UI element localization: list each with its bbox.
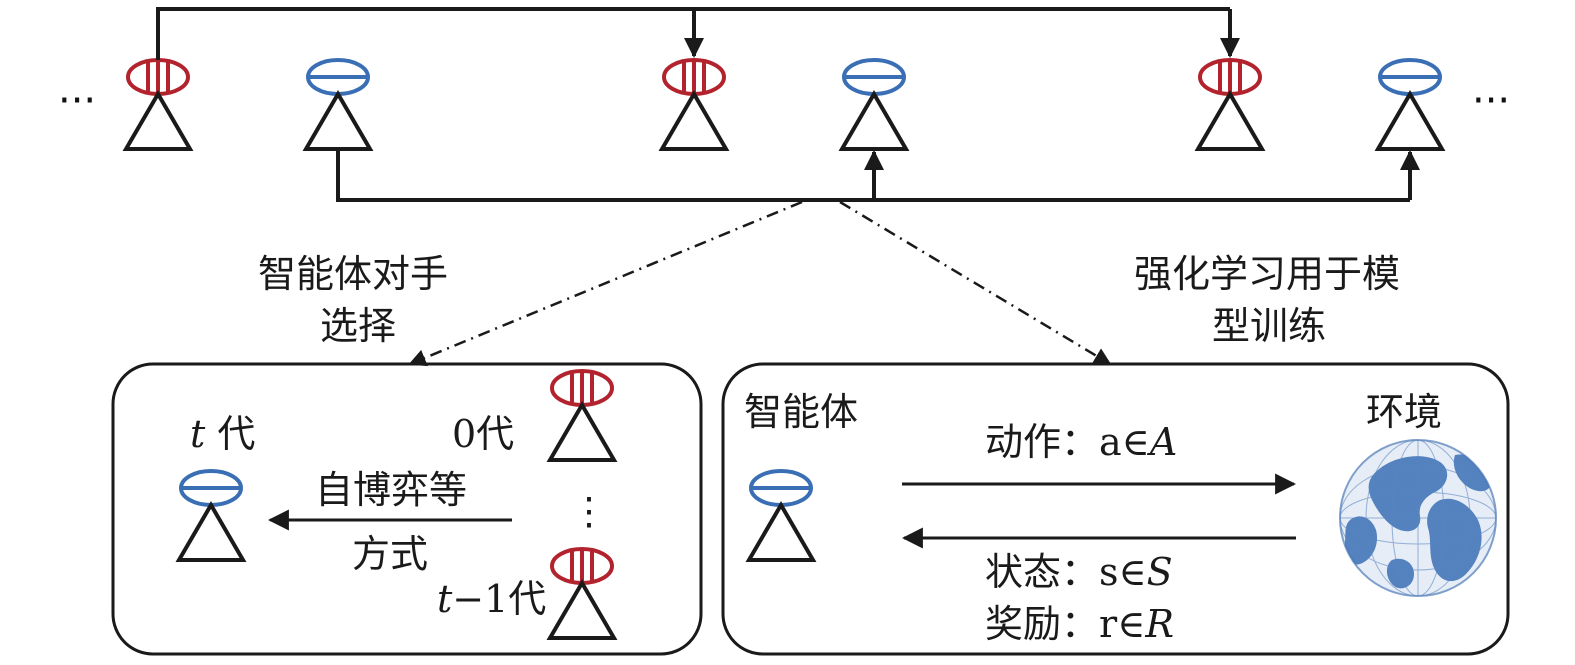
dashdot-arrow-right — [839, 200, 1112, 366]
vertical-ellipsis: ⋮ — [570, 489, 608, 533]
label-rl-training-line1: 强化学习用于模 — [1134, 252, 1400, 296]
top-agent-blue-1 — [304, 58, 372, 151]
top-agent-red-3 — [1196, 58, 1264, 151]
top-agent-blue-2 — [840, 58, 908, 151]
agent-gen-0 — [548, 369, 616, 462]
left-box — [111, 362, 703, 656]
label-opponent-selection-line1: 智能体对手 — [258, 252, 448, 296]
globe-icon — [1339, 439, 1497, 597]
right-box — [721, 362, 1510, 656]
label-rl-training-line2: 型训练 — [1212, 304, 1326, 348]
ellipsis-right: ··· — [1472, 78, 1510, 124]
ellipsis-left: ··· — [58, 78, 96, 124]
agent-rl — [747, 469, 815, 562]
top-agent-red-2 — [660, 58, 728, 151]
agent-t-generation — [177, 469, 245, 562]
label-gen-t-minus-1: t−1代 — [437, 577, 546, 621]
top-agent-red-1 — [124, 58, 192, 151]
label-t-generation: t 代 — [190, 412, 255, 456]
dashdot-arrow-left — [408, 200, 803, 367]
label-agent: 智能体 — [744, 390, 858, 434]
label-state: 状态：s∈S — [985, 550, 1173, 594]
label-action: 动作：a∈A — [985, 420, 1177, 464]
bottom-blue-connector — [336, 150, 1420, 202]
agent-gen-t-minus-1 — [548, 547, 616, 640]
label-method-line2: 方式 — [352, 532, 428, 576]
top-agent-blue-3 — [1376, 58, 1444, 151]
label-opponent-selection-line2: 选择 — [320, 304, 396, 348]
label-gen-0: 0代 — [452, 412, 514, 456]
top-red-connector — [156, 7, 1240, 60]
label-method-line1: 自博弈等 — [315, 468, 467, 512]
label-reward: 奖励：r∈R — [985, 602, 1174, 646]
label-environment: 环境 — [1366, 390, 1442, 434]
